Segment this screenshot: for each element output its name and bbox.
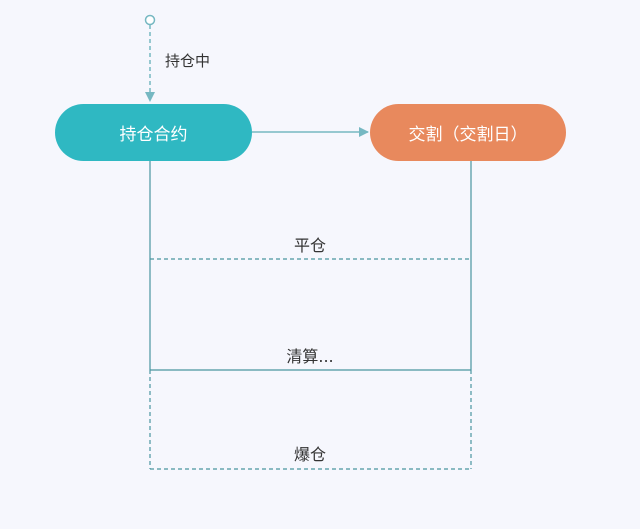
holding-label: 持仓中	[165, 52, 211, 70]
holding-contract-node: 持仓合约	[55, 104, 252, 161]
delivery-label: 交割（交割日）	[408, 125, 528, 145]
close-position-label: 平仓	[293, 236, 326, 255]
settlement-label: 清算...	[286, 347, 334, 366]
start-point	[144, 14, 156, 26]
liquidation-label: 爆仓	[293, 445, 326, 464]
holding-contract-label: 持仓合约	[119, 125, 188, 145]
delivery-node: 交割（交割日）	[370, 104, 566, 161]
